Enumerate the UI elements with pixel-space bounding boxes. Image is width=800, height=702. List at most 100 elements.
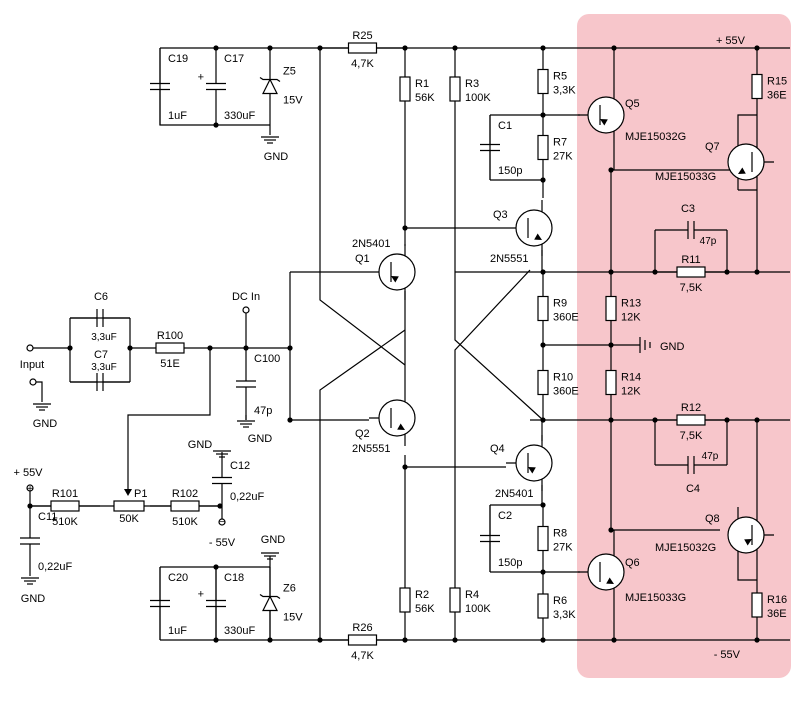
minus-icon: − <box>219 517 225 528</box>
junction-dot <box>540 177 546 183</box>
capacitor-value: 47p <box>254 405 272 417</box>
resistor-ref: R26 <box>352 622 372 634</box>
resistor-r4 <box>449 587 461 613</box>
resistor-ref: R9 <box>553 298 567 310</box>
zener-bar <box>259 594 281 599</box>
resistor-value: 510K <box>52 516 78 528</box>
gnd-label: GND <box>188 439 213 451</box>
transistor-q2 <box>378 399 416 437</box>
capacitor-ref: C3 <box>681 203 695 215</box>
capacitor-ref: C100 <box>254 353 280 365</box>
junction-dot <box>217 503 223 509</box>
junction-dot <box>652 269 658 275</box>
resistor-ref: R3 <box>465 78 479 90</box>
junction-dot <box>67 345 73 351</box>
resistor-r9 <box>537 295 549 322</box>
resistor-value: 27K <box>553 542 573 554</box>
junction-dot <box>27 503 33 509</box>
transistor-ref: Q5 <box>625 98 640 110</box>
junction-dot <box>402 225 408 231</box>
junction-dot <box>754 637 760 643</box>
resistor-r7 <box>537 134 549 161</box>
resistor-value: 27K <box>553 151 573 163</box>
resistor-value: 12K <box>621 312 641 324</box>
resistor-r12 <box>676 414 706 426</box>
junction-dot <box>754 45 760 51</box>
junction-dot <box>540 637 546 643</box>
resistor-r25 <box>347 42 378 54</box>
transistor-q3 <box>515 209 553 247</box>
resistor-r15 <box>751 73 763 100</box>
resistor-ref: R7 <box>553 137 567 149</box>
transistor-ref: Q6 <box>625 557 640 569</box>
capacitor-ref: C4 <box>686 483 700 495</box>
resistor-value: 100K <box>465 92 491 104</box>
junction-dot <box>611 45 617 51</box>
junction-dot <box>540 417 546 423</box>
transistor-ref: Q2 <box>355 428 370 440</box>
terminal <box>26 484 34 492</box>
plus-icon: + <box>27 484 33 495</box>
cross-left-b <box>319 329 406 640</box>
junction-dot <box>402 464 408 470</box>
transistor-arrow <box>534 233 542 240</box>
gnd-label: GND <box>33 418 58 430</box>
resistor-r11 <box>676 266 706 278</box>
capacitor-value: 1uF <box>168 110 187 122</box>
transistor-arrow <box>397 423 405 430</box>
transistor-part: 2N5551 <box>490 253 529 265</box>
resistor-ref: R25 <box>352 30 372 42</box>
resistor-value: 4,7K <box>351 58 374 70</box>
negative-rail-label: - 55V <box>714 649 741 661</box>
terminal <box>29 378 37 386</box>
resistor-r100 <box>155 342 185 354</box>
resistor-ref: R13 <box>621 298 641 310</box>
cross-left-a <box>319 48 406 366</box>
junction-dot <box>267 45 273 51</box>
junction-dot <box>213 45 219 51</box>
resistor-value: 4,7K <box>351 650 374 662</box>
transistor-arrow <box>606 577 614 584</box>
transistor-part: MJE15033G <box>655 171 716 183</box>
transistor-q8 <box>727 516 765 554</box>
transistor-arrow <box>391 276 399 283</box>
capacitor-value: 0,22uF <box>38 561 73 573</box>
gnd-label: GND <box>660 341 685 353</box>
potentiometer-p1 <box>113 500 145 512</box>
terminal <box>242 306 250 314</box>
resistor-ref: R4 <box>465 589 479 601</box>
capacitor-value: 3,3uF <box>91 362 117 373</box>
transistor-part: 2N5401 <box>495 488 534 500</box>
transistor-q1 <box>378 253 416 291</box>
junction-dot <box>317 45 323 51</box>
polarity-plus: + <box>198 589 204 601</box>
zener-value: 15V <box>283 95 303 107</box>
capacitor-ref: C12 <box>230 460 250 472</box>
junction-dot <box>652 417 658 423</box>
wire <box>36 381 43 402</box>
transistor-q4 <box>515 444 553 482</box>
resistor-r101 <box>50 500 80 512</box>
resistor-ref: R16 <box>767 594 787 606</box>
junction-dot <box>540 112 546 118</box>
transistor-arrow <box>744 539 752 546</box>
resistor-value: 36E <box>767 608 787 620</box>
junction-dot <box>127 345 133 351</box>
resistor-ref: R14 <box>621 372 641 384</box>
junction-dot <box>724 417 730 423</box>
capacitor-value: 1uF <box>168 625 187 637</box>
junction-dot <box>213 564 219 570</box>
resistor-value: 360E <box>553 312 579 324</box>
capacitor-value: 3,3uF <box>91 332 117 343</box>
resistor-ref: R5 <box>553 71 567 83</box>
capacitor-value: 47p <box>702 451 719 462</box>
junction-dot <box>754 269 760 275</box>
capacitor-ref: C19 <box>168 53 188 65</box>
resistor-r14 <box>605 369 617 396</box>
zener-bar <box>259 77 281 82</box>
transistor-ref: Q7 <box>705 141 720 153</box>
junction-dot <box>540 269 546 275</box>
wire <box>737 114 757 134</box>
junction-dot <box>267 637 273 643</box>
resistor-value: 56K <box>415 92 435 104</box>
